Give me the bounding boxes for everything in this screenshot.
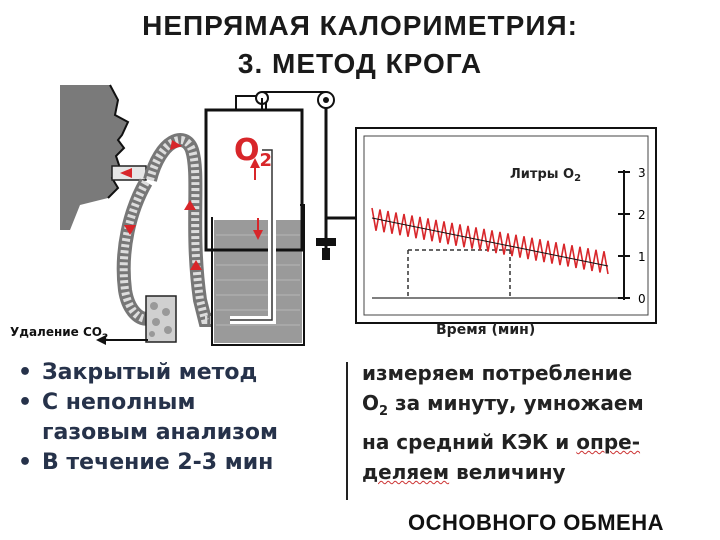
title-line-1: НЕПРЯМАЯ КАЛОРИМЕТРИЯ: <box>142 10 578 41</box>
face-silhouette <box>60 85 128 230</box>
flow-arrow-1 <box>170 140 182 150</box>
recording-x-label: Время (мин) <box>436 322 535 338</box>
tick-label-0: 0 <box>638 292 646 306</box>
co2-removal-label: Удаление СО2 <box>10 325 108 343</box>
method-bullets: •Закрытый метод •С неполным газовым анал… <box>18 358 278 478</box>
explanation-line-3: на средний КЭК и опре- <box>362 430 641 454</box>
title-line-2: 3. МЕТОД КРОГА <box>237 48 483 79</box>
spirometer-trace <box>371 207 609 275</box>
bullet-item-continuation: газовым анализом <box>42 420 278 445</box>
bullet-item: •Закрытый метод <box>18 360 258 385</box>
explanation-line-2: O2 за минуту, умножаем <box>362 391 644 419</box>
tick-label-3: 3 <box>638 166 646 180</box>
return-tube-inner <box>119 180 152 323</box>
red-arrow-down <box>253 230 263 240</box>
o2-label: O2 <box>234 133 272 171</box>
flow-arrow-3 <box>190 260 202 270</box>
kymograph-frame <box>355 127 657 324</box>
explanation-line-4: деляем величину <box>362 460 566 484</box>
tick-label-2: 2 <box>638 208 646 222</box>
flow-arrow-4 <box>124 225 136 235</box>
flow-arrow-2 <box>184 200 196 210</box>
bullet-item: •В течение 2-3 мин <box>18 450 274 475</box>
krogh-apparatus-diagram: Удаление СО2 O2 3 2 1 0 Литры О2 <box>10 84 657 346</box>
breathing-tube-inner <box>146 136 230 324</box>
explanation-text: измеряем потребление O2 за минуту, умнож… <box>362 358 644 487</box>
basal-metabolism-label: ОСНОВНОГО ОБМЕНА <box>408 510 664 535</box>
recording-y-label: Литры О2 <box>510 167 581 184</box>
tick-label-1: 1 <box>638 250 646 264</box>
co2-absorber-canister <box>145 295 177 343</box>
column-separator <box>346 362 348 500</box>
bullet-item: •С неполным <box>18 390 196 415</box>
red-arrow-mouth <box>120 168 132 178</box>
red-arrow-up <box>250 158 260 168</box>
explanation-line-1: измеряем потребление <box>362 361 633 385</box>
trend-line <box>371 217 609 267</box>
